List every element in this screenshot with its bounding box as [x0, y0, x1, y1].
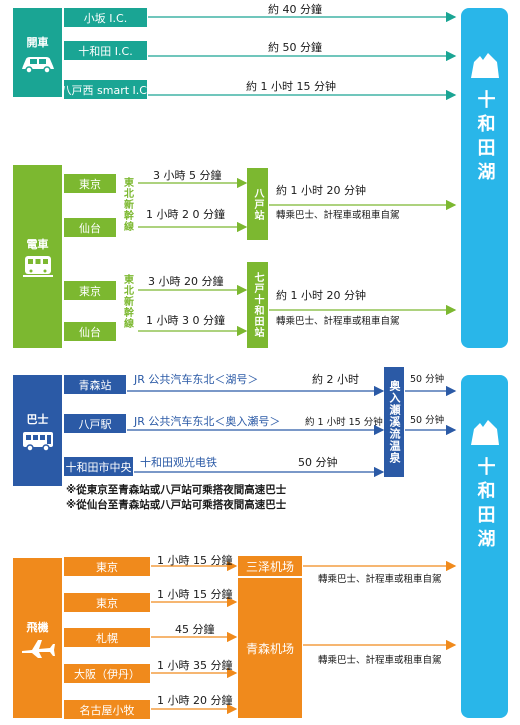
train-icon: [22, 255, 53, 277]
car-icon: [21, 56, 54, 74]
car-mode-block: 開車: [13, 8, 62, 97]
car-origin-3: 八戸西 smart I.C.: [64, 80, 147, 99]
train-mode-label: 電車: [26, 237, 49, 251]
destination-name-bottom: 十和田湖: [474, 457, 496, 553]
bus-transfer-time-1: 50 分钟: [410, 374, 445, 385]
bus-origin-3: 十和田市中央: [64, 457, 133, 476]
car-time-1: 約 40 分鐘: [268, 3, 322, 16]
train-time-4: 1 小時 3 0 分鐘: [146, 314, 225, 327]
bus-transfer-time-2: 50 分钟: [410, 415, 445, 426]
bus-transfer-point: 奥入瀬溪流温泉: [384, 367, 404, 477]
plane-origin-5: 名古屋小牧: [64, 700, 150, 719]
bus-icon: [22, 431, 53, 452]
bus-origin-1: 青森站: [64, 375, 126, 394]
train-time-1: 3 小時 5 分鐘: [153, 169, 222, 182]
plane-onward-mode-2: 轉乘巴士、計程車或租車自駕: [318, 655, 442, 666]
train-onward-time-2: 約 1 小时 20 分钟: [276, 289, 366, 302]
car-time-3: 約 1 小时 15 分钟: [246, 80, 336, 93]
bus-service-2: JR 公共汽车东北＜奥入瀬号＞: [134, 415, 281, 428]
train-time-3: 3 小時 20 分鐘: [148, 275, 224, 288]
bus-origin-2: 八戸駅: [64, 414, 126, 433]
train-origin-4: 仙台: [64, 322, 116, 341]
train-origin-1: 東京: [64, 174, 116, 193]
plane-time-5: 1 小時 20 分鐘: [157, 694, 233, 707]
mountain-icon: [470, 53, 499, 78]
car-mode-label: 開車: [26, 35, 49, 49]
plane-icon: [21, 640, 55, 658]
mountain-icon: [470, 420, 499, 445]
car-origin-2: 十和田 I.C.: [64, 41, 147, 60]
train-origin-3: 東京: [64, 281, 116, 300]
plane-time-4: 1 小時 35 分鐘: [157, 659, 233, 672]
train-mode-block: 電車: [13, 165, 62, 348]
train-origin-2: 仙台: [64, 218, 116, 237]
train-onward-time-1: 約 1 小时 20 分钟: [276, 184, 366, 197]
airport-misawa: 三泽机场: [238, 556, 302, 576]
bus-service-1: JR 公共汽车东北＜湖号＞: [134, 373, 259, 386]
bus-service-3: 十和田观光电铁: [140, 456, 217, 469]
plane-onward-mode-1: 轉乘巴士、計程車或租車自駕: [318, 574, 442, 585]
bus-time-3: 50 分钟: [298, 456, 338, 469]
bus-note-1: ※從東京至青森站或八戸站可乘搭夜間高速巴士: [66, 484, 287, 496]
car-time-2: 約 50 分鐘: [268, 41, 322, 54]
bus-mode-block: 巴士: [13, 375, 62, 486]
train-onward-mode-1: 轉乘巴士、計程車或租車自駕: [276, 210, 400, 221]
plane-time-3: 45 分鐘: [175, 623, 215, 636]
plane-origin-1: 東京: [64, 557, 150, 576]
train-line-2: 東北新幹線: [121, 273, 133, 329]
plane-mode-label: 飛機: [26, 621, 49, 634]
train-station-2: 七戸十和田站: [247, 262, 268, 348]
destination-panel-top: 十和田湖: [461, 8, 508, 348]
bus-time-2: 約 1 小时 15 分钟: [305, 417, 383, 428]
plane-origin-2: 東京: [64, 593, 150, 612]
train-line-1: 東北新幹線: [121, 176, 133, 232]
destination-name-top: 十和田湖: [474, 90, 496, 186]
plane-time-2: 1 小時 15 分鐘: [157, 588, 233, 601]
bus-time-1: 約 2 小时: [312, 373, 359, 386]
bus-mode-label: 巴士: [26, 412, 49, 426]
bus-note-2: ※從仙台至青森站或八戸站可乘搭夜間高速巴士: [66, 499, 287, 511]
plane-time-1: 1 小時 15 分鐘: [157, 554, 233, 567]
plane-origin-4: 大阪（伊丹）: [64, 664, 150, 683]
plane-mode-block: 飛機: [13, 558, 62, 718]
train-onward-mode-2: 轉乘巴士、計程車或租車自駕: [276, 316, 400, 327]
train-time-2: 1 小時 2 0 分鐘: [146, 208, 225, 221]
train-station-1: 八戸站: [247, 168, 268, 240]
plane-origin-3: 札幌: [64, 628, 150, 647]
car-origin-1: 小坂 I.C.: [64, 8, 147, 27]
airport-aomori: 青森机场: [238, 578, 302, 718]
destination-panel-bottom: 十和田湖: [461, 375, 508, 718]
